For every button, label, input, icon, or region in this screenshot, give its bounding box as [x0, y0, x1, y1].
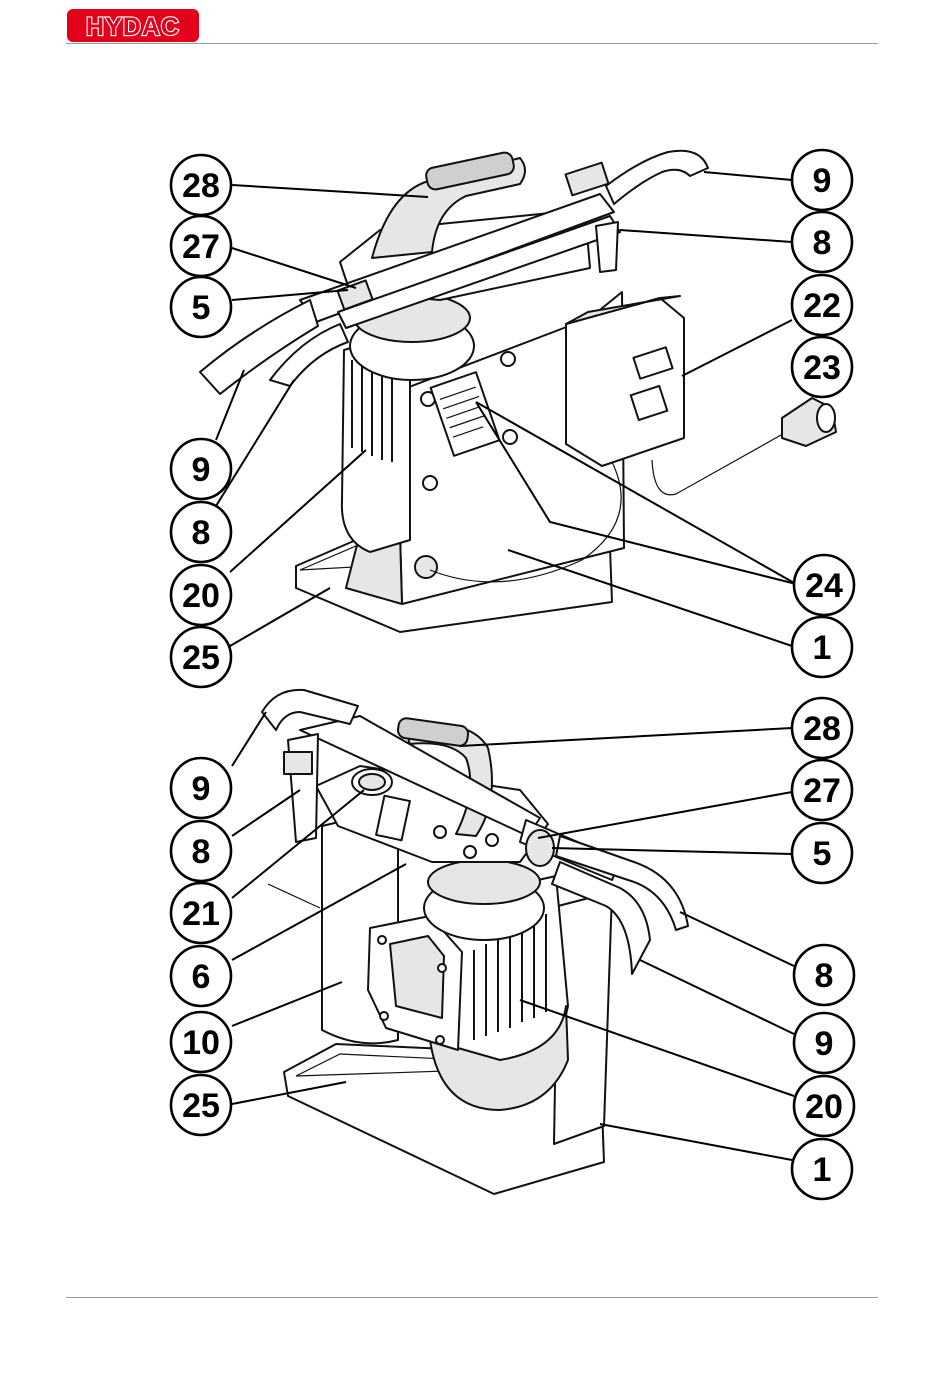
- callout-label: 6: [192, 958, 211, 996]
- footer-rule: [66, 1297, 878, 1298]
- callout-label: 1: [813, 629, 832, 667]
- callout-label: 8: [192, 833, 211, 871]
- callout-label: 23: [803, 349, 841, 387]
- callout-label: 9: [192, 451, 211, 489]
- callout-label: 27: [182, 228, 220, 266]
- callout-27: 27: [171, 216, 231, 276]
- control-box: [566, 298, 684, 466]
- callout-label: 25: [182, 1087, 220, 1125]
- callout-label: 8: [813, 224, 832, 262]
- callout-23: 23: [792, 337, 852, 397]
- callout-label: 9: [815, 1025, 834, 1063]
- callout-28: 28: [792, 698, 852, 758]
- callout-label: 5: [192, 289, 211, 327]
- callout-label: 8: [815, 957, 834, 995]
- callout-label: 20: [805, 1088, 843, 1126]
- callout-8: 8: [792, 212, 852, 272]
- callout-20: 20: [794, 1076, 854, 1136]
- callout-1: 1: [792, 617, 852, 677]
- callout-25: 25: [171, 1075, 231, 1135]
- callout-5: 5: [171, 277, 231, 337]
- callout-24: 24: [794, 555, 854, 615]
- callout-label: 20: [182, 577, 220, 615]
- callout-label: 10: [182, 1024, 220, 1062]
- callout-label: 21: [182, 895, 220, 933]
- callout-9: 9: [794, 1013, 854, 1073]
- callout-22: 22: [792, 275, 852, 335]
- callout-8: 8: [794, 945, 854, 1005]
- callout-25: 25: [171, 627, 231, 687]
- callout-20: 20: [171, 565, 231, 625]
- top-unit-illustration: [200, 151, 836, 632]
- callout-label: 24: [805, 567, 843, 605]
- callout-label: 28: [803, 710, 841, 748]
- callout-label: 8: [192, 514, 211, 552]
- callout-6: 6: [171, 946, 231, 1006]
- callout-28: 28: [171, 155, 231, 215]
- hose-left-vertical: [288, 734, 318, 842]
- callout-label: 28: [182, 167, 220, 205]
- power-plug: [782, 398, 836, 446]
- callout-1: 1: [792, 1139, 852, 1199]
- callout-27: 27: [792, 760, 852, 820]
- callout-9: 9: [171, 758, 231, 818]
- callout-label: 9: [813, 162, 832, 200]
- callout-5: 5: [792, 823, 852, 883]
- callout-label: 27: [803, 772, 841, 810]
- callout-10: 10: [171, 1012, 231, 1072]
- callout-label: 25: [182, 639, 220, 677]
- callout-9: 9: [171, 439, 231, 499]
- callout-label: 1: [813, 1151, 832, 1189]
- bottom-unit-illustration: [262, 690, 688, 1194]
- callout-label: 9: [192, 770, 211, 808]
- callout-8: 8: [171, 821, 231, 881]
- callout-8: 8: [171, 502, 231, 562]
- callout-label: 5: [813, 835, 832, 873]
- callout-9: 9: [792, 150, 852, 210]
- callout-label: 22: [803, 287, 841, 325]
- callout-21: 21: [171, 883, 231, 943]
- hose-pressure-top: [606, 151, 708, 204]
- hose-outlet-top: [596, 222, 618, 272]
